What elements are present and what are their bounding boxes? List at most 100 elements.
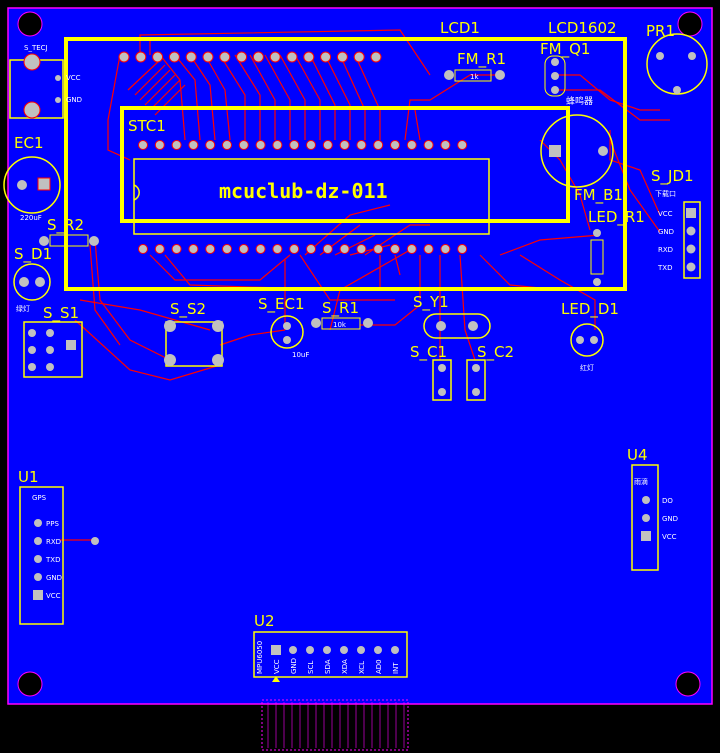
label-s-y1: S_Y1 [413,293,449,312]
label-fm-b1: FM_B1 [574,186,623,205]
s-tec-pad-1 [23,53,41,71]
u4-pin [642,496,650,504]
stc1-pin [205,244,216,254]
label-stc1: STC1 [128,117,166,135]
s-s1-pad-4 [46,329,54,337]
s-s2-pad-4 [212,354,224,366]
s-s2-outline [165,321,223,367]
stc1-top-pin-row [138,140,468,150]
stc1-pin [373,244,384,254]
u2-pin [306,646,314,654]
fm-b1-outline [540,114,614,188]
label-s-r1: S_R1 [322,299,359,318]
u2-pin-label: AD0 [375,659,383,674]
s-s1-pad-3 [28,363,36,371]
stc1-pin [222,244,232,254]
s-c1-pad-1 [438,364,446,372]
stc1-bottom-pin-row [138,244,468,254]
fm-r1-pad-1 [444,70,454,80]
s-s1-pad-2 [28,346,36,354]
u2-pin-label: SDA [324,659,332,674]
stc1-pin [289,244,300,254]
stc1-notch [133,184,140,201]
stc1-pin [440,140,451,150]
led-d1-text: 红灯 [580,363,594,372]
s-s2-pad-2 [212,320,224,332]
lcd1-pin [219,51,231,63]
s-tec-pad-2 [23,101,41,119]
pr1-pad-2 [688,52,696,60]
s-tec-label: S_TECJ [24,44,48,52]
u1-pin [34,537,42,545]
stc1-pin [272,244,283,254]
u2-pin-label: SCL [307,661,315,674]
lcd1-pin [118,51,130,63]
stc1-pin [322,140,333,150]
s-r1-value: 10k [333,321,347,329]
u2-pin [340,646,348,654]
stc1-pin [339,244,350,254]
s-jd1-pin-label: VCC [658,210,673,218]
stc1-pin [373,140,384,150]
stc1-pin [238,244,249,254]
s-s2-pad-3 [164,354,176,366]
s-jd1-pin-label: TXD [657,264,672,272]
stc1-pin [406,140,417,150]
stc1-pin [188,140,199,150]
s-s1-pad-1 [28,329,36,337]
label-s-s1: S_S1 [43,304,79,323]
board-outline [7,7,713,705]
s-tec-gnd-label: GND [66,96,82,104]
s-y1-outline [423,313,491,339]
u1-pin-label: VCC [46,592,61,600]
lcd1-outline [64,37,627,291]
stc1-pin [406,244,417,254]
fm-b1-pad-round [598,146,608,156]
stc1-pin [154,244,165,254]
s-r1-body [321,317,361,330]
label-lcd1: LCD1 [440,19,480,37]
s-s1-pad-7 [66,340,76,350]
label-led-d1: LED_D1 [561,300,619,319]
lcd1-pin [236,51,248,63]
u2-pin-label: XDA [341,659,349,674]
label-s-c2: S_C2 [477,343,514,362]
lcd1-pin [135,51,147,63]
stc1-pin [390,244,400,254]
led-r1-body [590,239,604,275]
lcd1-pin [168,51,180,63]
s-c1-pad-2 [438,388,446,396]
ec1-outline [3,156,61,214]
u1-pin [33,590,43,600]
s-s1-pad-6 [46,363,54,371]
s-jd1-pin [686,244,696,254]
u2-pin [289,646,297,654]
u2-pin [323,646,331,654]
stc1-pin [289,140,300,150]
led-r1-pad-2 [593,278,601,286]
u2-pin [374,646,382,654]
s-c1-outline [432,359,452,401]
s-ec1-pad-1 [283,322,291,330]
u4-pin-label: GND [662,515,678,523]
lcd1-pin [152,51,164,63]
led-d1-pad-2 [590,336,598,344]
s-r2-body [49,234,89,247]
s-r1-pad-2 [363,318,373,328]
stc1-pin [272,140,283,150]
s-ec1-outline [270,315,304,349]
u1-rxd-via [91,537,99,545]
label-s-jd1: S_JD1 [651,167,694,186]
stc1-pin [171,140,182,150]
fm-r1-body [454,69,492,82]
stc1-pin [440,244,451,254]
u1-pin [34,573,42,581]
ec1-pad-square [37,177,51,191]
stc1-pin [255,244,266,254]
fm-q1-pad-3 [551,86,559,94]
s-r2-pad-1 [39,236,49,246]
